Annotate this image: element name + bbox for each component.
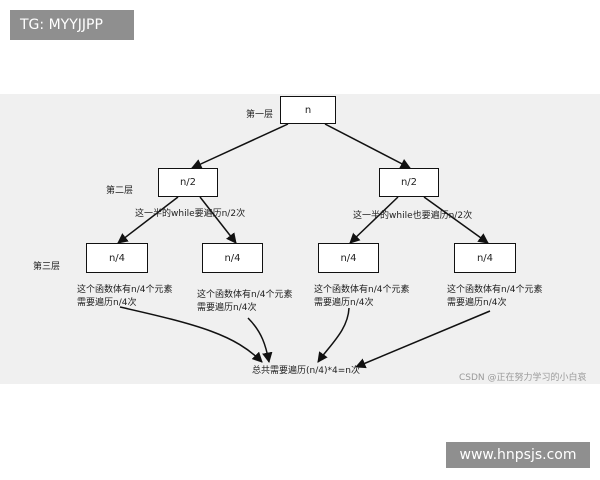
node-right: n/2 <box>379 168 439 197</box>
note-lr: 这个函数体有n/4个元素 需要遍历n/4次 <box>197 289 292 315</box>
diagram-panel <box>0 94 600 384</box>
note-lr-line2: 需要遍历n/4次 <box>197 303 257 313</box>
level-3-label: 第三层 <box>33 262 61 272</box>
level-2-label: 第二层 <box>106 186 134 196</box>
edge-right-rr <box>423 196 489 244</box>
csdn-watermark: CSDN @正在努力学习的小白哀 <box>459 373 587 383</box>
note-ll: 这个函数体有n/4个元素 需要遍历n/4次 <box>77 284 172 310</box>
note-total: 总共需要遍历(n/4)*4=n次 <box>252 366 360 376</box>
edge-root-left <box>191 123 289 169</box>
note-rl: 这个函数体有n/4个元素 需要遍历n/4次 <box>314 284 409 310</box>
node-rl: n/4 <box>318 243 379 273</box>
edge-rr-total <box>355 310 491 369</box>
note-ll-line1: 这个函数体有n/4个元素 <box>77 285 173 295</box>
note-rl-line1: 这个函数体有n/4个元素 <box>314 285 410 295</box>
node-rr: n/4 <box>454 243 516 273</box>
note-rr-line1: 这个函数体有n/4个元素 <box>447 285 543 295</box>
note-rr-line2: 需要遍历n/4次 <box>447 298 507 308</box>
note-right-half: 这一半的while也要遍历n/2次 <box>353 211 473 221</box>
curve-lr-total <box>247 317 273 364</box>
edge-right-rl <box>349 196 399 244</box>
curve-ll-total <box>119 306 263 363</box>
site-badge: www.hnpsjs.com <box>446 442 590 468</box>
tg-badge: TG: MYYJJPP <box>10 10 134 40</box>
curve-rl-total <box>317 307 350 363</box>
note-rr: 这个函数体有n/4个元素 需要遍历n/4次 <box>447 284 542 310</box>
note-lr-line1: 这个函数体有n/4个元素 <box>197 290 293 300</box>
note-left-half: 这一半的while要遍历n/2次 <box>135 209 246 219</box>
node-left: n/2 <box>158 168 218 197</box>
node-lr: n/4 <box>202 243 263 273</box>
edge-left-lr <box>199 196 237 244</box>
note-ll-line2: 需要遍历n/4次 <box>77 298 137 308</box>
node-root: n <box>280 96 336 124</box>
edge-root-right <box>324 123 411 169</box>
level-1-label: 第一层 <box>246 110 274 120</box>
node-ll: n/4 <box>86 243 148 273</box>
note-rl-line2: 需要遍历n/4次 <box>314 298 374 308</box>
edge-left-ll <box>117 196 179 244</box>
